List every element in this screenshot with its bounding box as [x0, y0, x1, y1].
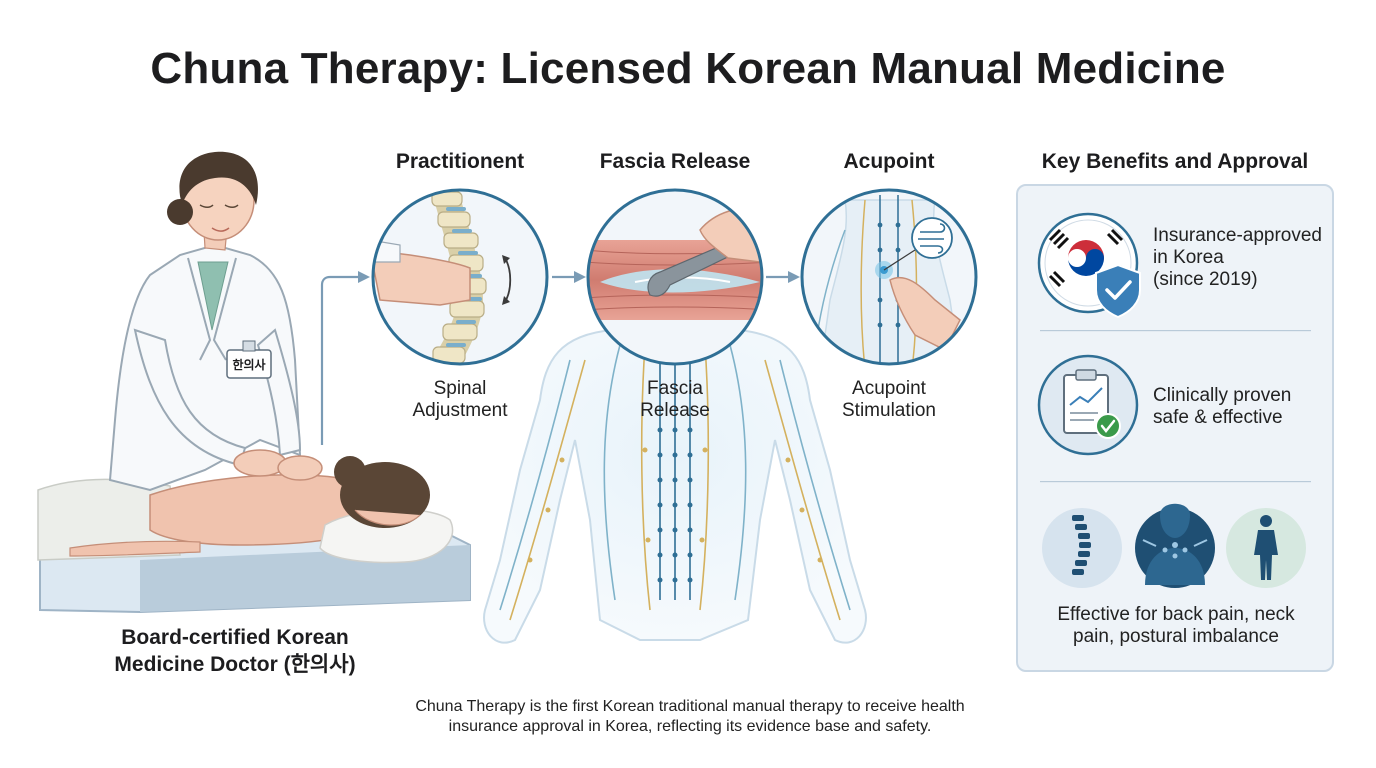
- flow-arrows: [320, 275, 792, 445]
- step-title-practitioner: Practitionent: [395, 150, 525, 173]
- neck-icon: [1135, 503, 1215, 588]
- page-title: Chuna Therapy: Licensed Korean Manual Me…: [150, 44, 1226, 93]
- acupoint-circle: [800, 188, 978, 366]
- meridian-body-figure: [483, 329, 867, 644]
- doctor-label: Board-certified Korean Medicine Doctor (…: [60, 624, 410, 678]
- benefit-line: pain, postural imbalance: [1073, 626, 1279, 647]
- step-caption-acupoint: Acupoint Stimulation: [779, 378, 999, 422]
- caption-line: Stimulation: [842, 400, 936, 421]
- benefit-clinical: Clinically proven safe & effective: [1153, 385, 1328, 429]
- benefit-insurance: Insurance-approved in Korea (since 2019): [1153, 225, 1328, 291]
- divider: [1040, 330, 1311, 332]
- benefits-title: Key Benefits and Approval: [1041, 150, 1309, 173]
- step-caption-spinal: Spinal Adjustment: [350, 378, 570, 422]
- energy-flow-icon: [918, 223, 946, 254]
- benefit-line: Insurance-approved: [1153, 225, 1322, 246]
- benefit-conditions: Effective for back pain, neck pain, post…: [1026, 604, 1326, 648]
- footer-note: Chuna Therapy is the first Korean tradit…: [330, 697, 1050, 737]
- caption-line: Acupoint: [852, 378, 926, 399]
- korean-flag-shield-icon: [1037, 212, 1141, 319]
- doctor-badge-text: 한의사: [232, 358, 266, 372]
- arrowheads: [358, 271, 800, 283]
- caption-line: Spinal: [433, 378, 487, 399]
- doctor-label-line: Board-certified Korean: [121, 626, 349, 649]
- divider: [1040, 481, 1311, 483]
- step-title-acupoint: Acupoint: [843, 150, 935, 173]
- step-title-fascia: Fascia Release: [599, 150, 751, 173]
- benefit-line: Clinically proven: [1153, 385, 1292, 406]
- caption-line: Adjustment: [412, 400, 508, 421]
- posture-icon: [1226, 508, 1306, 588]
- benefit-line: (since 2019): [1153, 269, 1258, 290]
- clipboard-check-icon: [1037, 354, 1139, 456]
- benefit-line: safe & effective: [1153, 407, 1283, 428]
- footer-line: insurance approval in Korea, reflecting …: [448, 718, 932, 735]
- spine-icon: [1042, 508, 1122, 588]
- doctor-label-line: Medicine Doctor (한의사): [114, 653, 356, 676]
- caption-line: Release: [640, 400, 710, 421]
- benefit-line: Effective for back pain, neck: [1057, 604, 1295, 625]
- footer-line: Chuna Therapy is the first Korean tradit…: [415, 698, 965, 715]
- caption-line: Fascia: [647, 378, 703, 399]
- benefit-line: in Korea: [1153, 247, 1224, 268]
- spinal-adjustment-circle: [371, 188, 549, 366]
- step-caption-fascia: Fascia Release: [565, 378, 785, 422]
- doctor-patient-illustration: [37, 151, 471, 614]
